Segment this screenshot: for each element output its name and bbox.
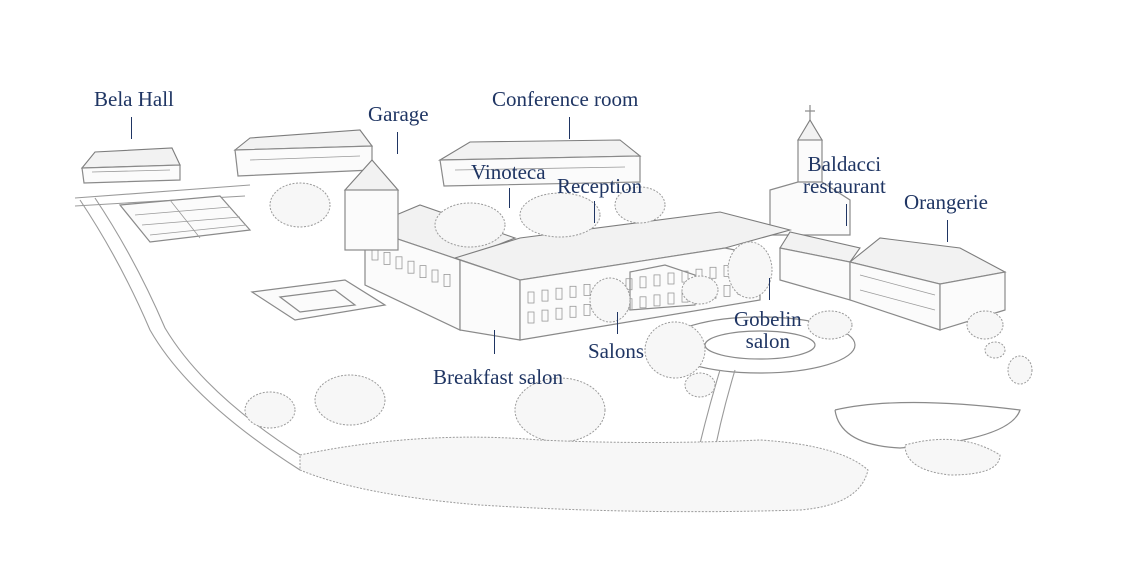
label-gobelin-salon[interactable]: Gobelin salon (734, 308, 802, 352)
baldacci-line2: restaurant (803, 174, 886, 199)
trees (244, 182, 1033, 513)
label-garage[interactable]: Garage (368, 102, 429, 126)
label-breakfast-salon[interactable]: Breakfast salon (433, 365, 564, 389)
tennis-court (250, 279, 387, 321)
gobelin-marker (769, 278, 770, 300)
orangerie-building (779, 231, 1007, 331)
label-conference-room[interactable]: Conference room (492, 87, 639, 111)
breakfast-salon-marker (494, 330, 495, 354)
orangerie-marker (947, 220, 948, 242)
bela-hall-building (80, 147, 181, 184)
pond (834, 401, 1021, 449)
conference-building (437, 139, 642, 187)
label-reception[interactable]: Reception (557, 174, 643, 198)
baldacci-line1: Baldacci (807, 152, 882, 176)
west-road (79, 199, 301, 471)
vinoteca-marker (509, 188, 510, 208)
garage-marker (397, 132, 398, 154)
garage-building (233, 129, 374, 177)
label-vinoteca[interactable]: Vinoteca (471, 160, 546, 184)
west-tower (343, 159, 400, 251)
label-baldacci-restaurant[interactable]: Baldacci restaurant (803, 153, 886, 197)
gobelin-line2: salon (745, 329, 790, 354)
bela-hall-marker (131, 117, 132, 139)
label-bela-hall[interactable]: Bela Hall (94, 87, 174, 111)
salons-marker (617, 312, 618, 334)
gobelin-line1: Gobelin (734, 307, 802, 331)
label-salons[interactable]: Salons (588, 339, 645, 363)
garden-plots (118, 195, 252, 243)
conference-room-marker (569, 117, 570, 139)
chapel-tower (769, 105, 851, 236)
baldacci-marker (846, 204, 847, 226)
reception-marker (594, 201, 595, 223)
label-orangerie[interactable]: Orangerie (904, 190, 988, 214)
